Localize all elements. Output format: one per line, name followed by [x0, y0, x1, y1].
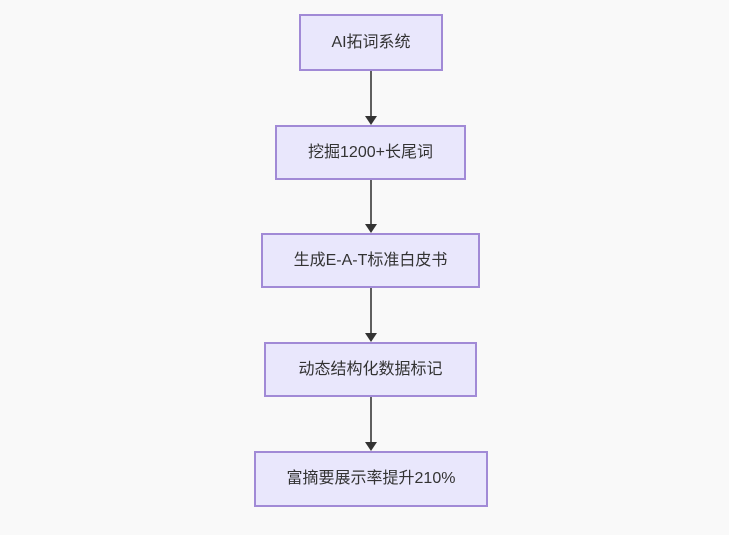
flow-node-label: 富摘要展示率提升210% [286, 470, 456, 488]
flow-edge-2 [364, 180, 377, 233]
flow-node-ai-keyword-system: AI拓词系统 [299, 14, 443, 71]
flow-node-longtail-mining: 挖掘1200+长尾词 [275, 125, 466, 180]
flow-node-label: 挖掘1200+长尾词 [308, 143, 433, 161]
flow-node-rich-snippet-result: 富摘要展示率提升210% [254, 451, 488, 507]
arrow-down-icon [364, 116, 377, 125]
edge-line [369, 397, 372, 442]
flow-node-label: 动态结构化数据标记 [298, 360, 443, 378]
flow-node-structured-data-markup: 动态结构化数据标记 [264, 342, 477, 397]
flow-node-eat-whitepaper: 生成E-A-T标准白皮书 [261, 233, 480, 288]
flow-node-label: 生成E-A-T标准白皮书 [293, 251, 448, 269]
arrow-down-icon [364, 442, 377, 451]
flow-edge-3 [364, 288, 377, 342]
edge-line [369, 288, 372, 333]
flow-edge-1 [364, 71, 377, 125]
edge-line [369, 71, 372, 116]
flow-node-label: AI拓词系统 [331, 33, 411, 51]
flow-edge-4 [364, 397, 377, 451]
arrow-down-icon [364, 333, 377, 342]
edge-line [369, 180, 372, 224]
arrow-down-icon [364, 224, 377, 233]
